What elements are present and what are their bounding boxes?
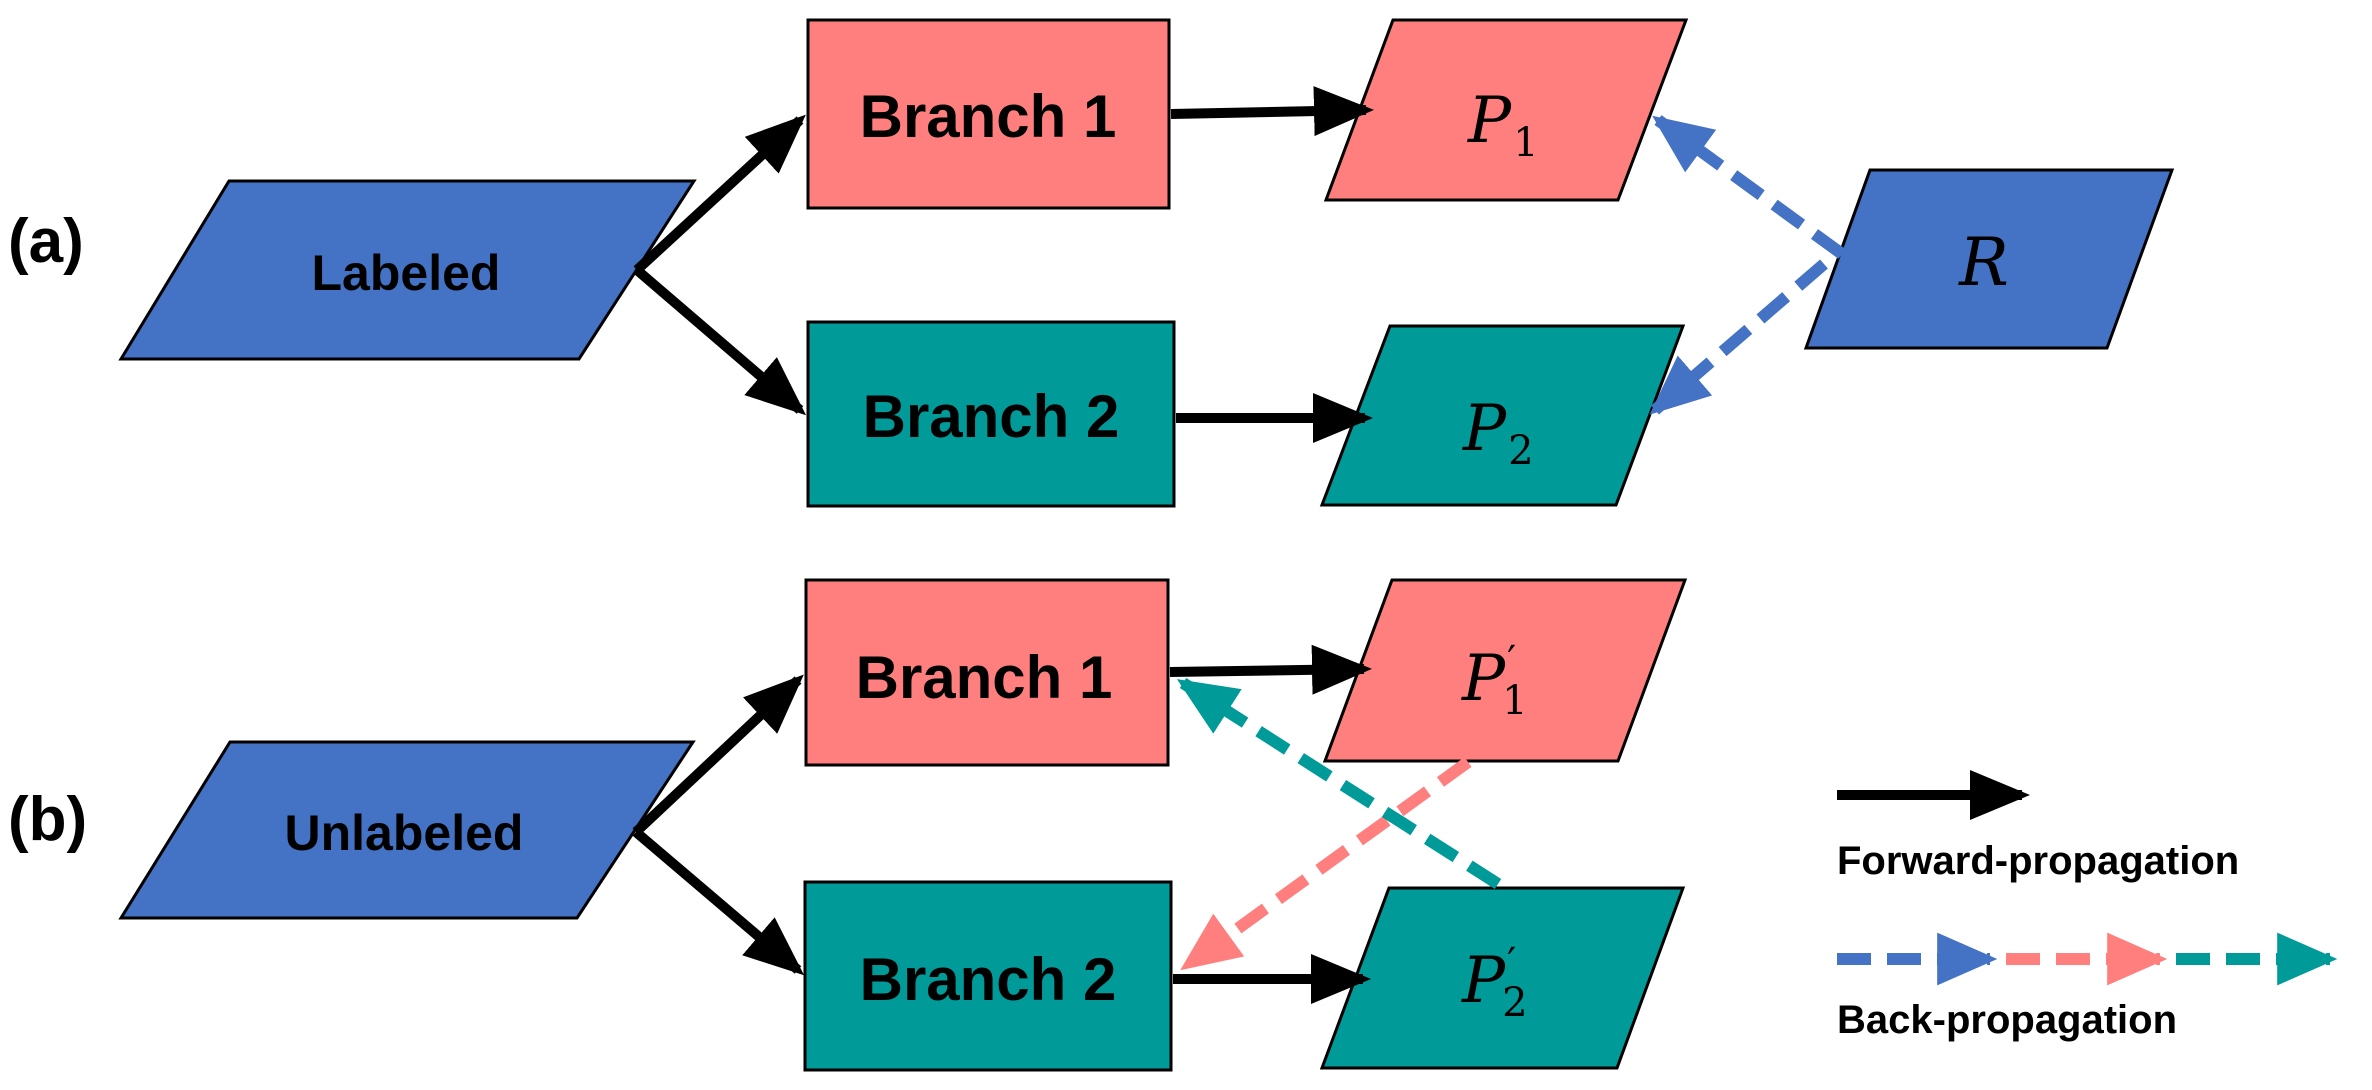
branch1-box-a [806, 18, 1171, 210]
back-arrow-r-to-p2 [1649, 259, 1828, 415]
fwd-arrow-unlabeled-to-branch2 [632, 828, 805, 976]
legend: Forward-propagation Back-propagation [1837, 770, 2338, 1042]
p2-base: P [1462, 392, 1507, 466]
p2-sub: 2 [1508, 428, 1533, 474]
p2-output-shape [1319, 324, 1686, 507]
unlabeled-input-label: Unlabeled [285, 805, 524, 861]
panel-a: (a) Labeled Branch 1 Branch 2 P1 P2 R [8, 18, 2175, 508]
branch2-label-a: Branch 2 [863, 383, 1120, 450]
branch2-box-b [803, 880, 1173, 1072]
branch1-label-b: Branch 1 [856, 644, 1113, 711]
panel-a-label: (a) [8, 207, 84, 276]
p1-prime-base: P [1461, 642, 1506, 716]
p2-prime-output-shape [1319, 886, 1686, 1070]
back-arrow-r-to-p1 [1652, 115, 1846, 259]
r-reference-shape [1803, 168, 2175, 350]
panel-b: (b) Unlabeled Branch 1 Branch 2 P′1 P′2 [8, 578, 1688, 1072]
labeled-input-label: Labeled [312, 245, 501, 301]
p1-prime-output-label: P′1 [1461, 638, 1528, 724]
p1-prime-sub: 1 [1502, 678, 1527, 724]
fwd-arrow-branch1-to-p1-prime [1169, 644, 1372, 695]
branch1-label-a: Branch 1 [860, 83, 1117, 150]
fwd-arrow-branch1-to-p1 [1170, 86, 1374, 137]
fwd-arrow-labeled-to-branch2 [633, 266, 807, 416]
legend-back-label: Back-propagation [1837, 998, 2177, 1042]
branch2-box-a [806, 320, 1176, 508]
p1-prime-output-shape [1322, 578, 1688, 763]
p2-prime-base: P [1461, 944, 1506, 1018]
branch2-label-b: Branch 2 [860, 946, 1117, 1013]
p1-sub: 1 [1513, 120, 1538, 166]
unlabeled-input-shape [118, 740, 696, 920]
p2-prime-mark: ′ [1507, 940, 1516, 986]
p2-prime-sub: 2 [1502, 980, 1527, 1026]
fwd-arrow-unlabeled-to-branch1 [632, 674, 804, 836]
p1-prime-mark: ′ [1507, 638, 1516, 684]
back-arrow-p1-prime-to-branch2 [1180, 757, 1472, 971]
legend-forward-label: Forward-propagation [1837, 839, 2239, 883]
labeled-input-shape [118, 179, 697, 361]
fwd-arrow-labeled-to-branch1 [633, 114, 806, 274]
p1-output-label: P1 [1467, 84, 1539, 166]
panel-b-label: (b) [8, 785, 87, 854]
p2-output-label: P2 [1462, 392, 1534, 474]
p2-prime-output-label: P′2 [1461, 940, 1528, 1026]
branch1-box-b [804, 578, 1170, 767]
r-reference-label: R [1958, 224, 2009, 301]
back-arrow-p2-prime-to-branch1 [1176, 677, 1502, 890]
p1-base: P [1467, 84, 1512, 158]
p1-output-shape [1323, 18, 1689, 202]
